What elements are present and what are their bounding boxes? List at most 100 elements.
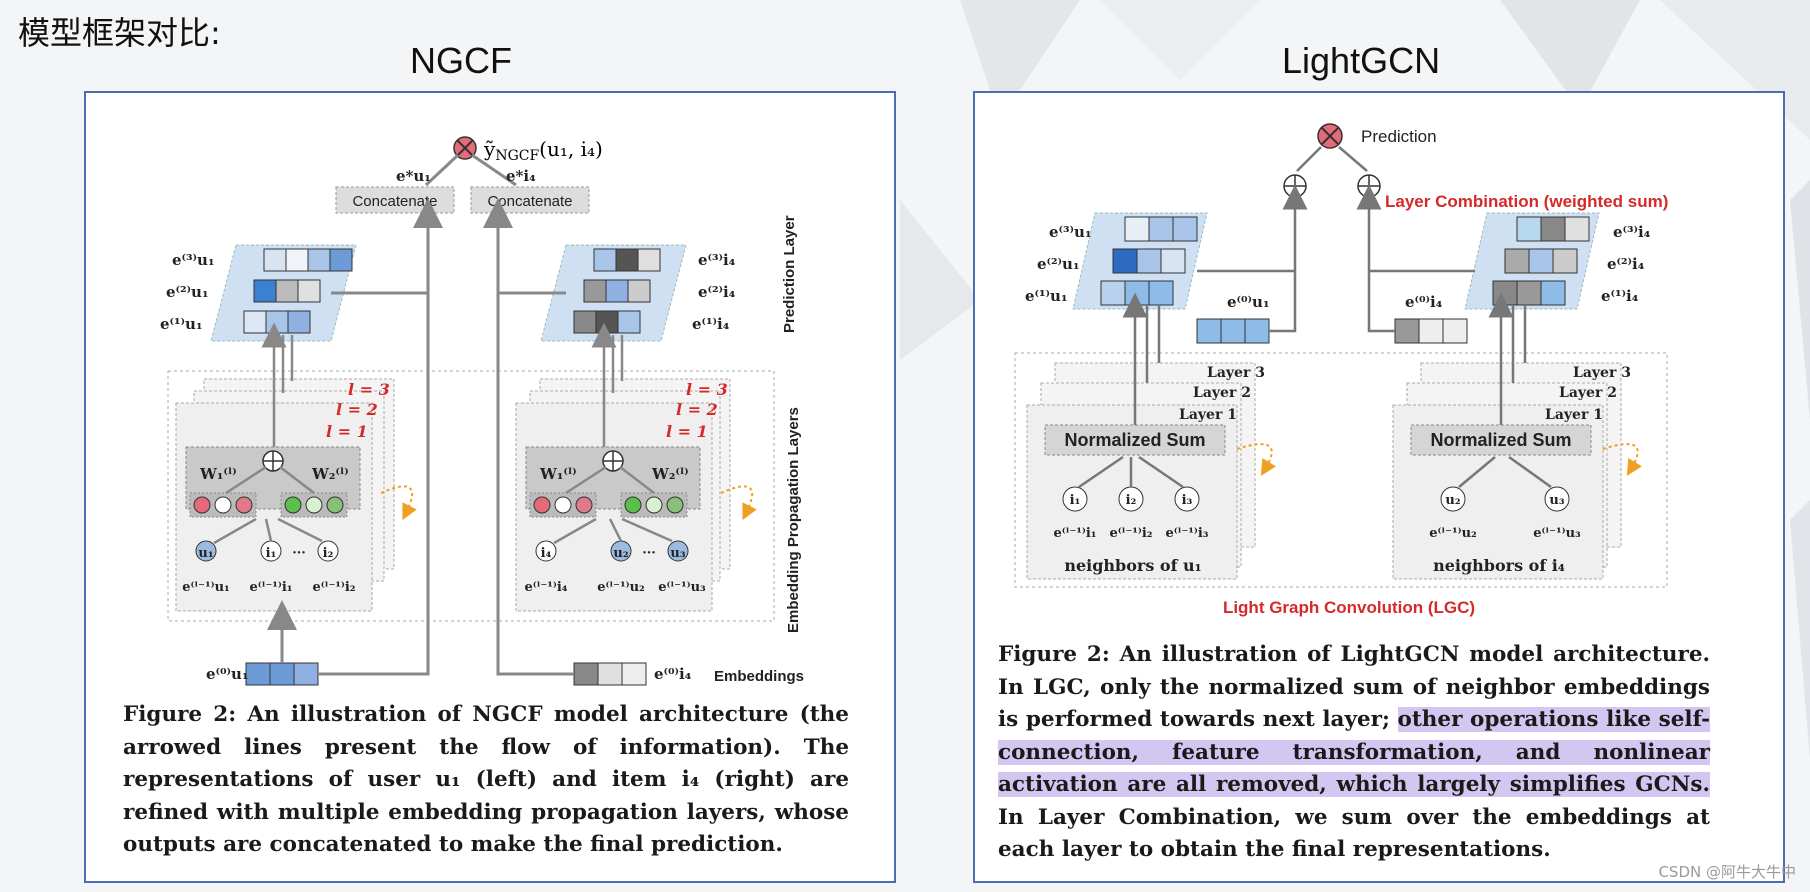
watermark: CSDN @阿牛大牛中 (1658, 863, 1796, 881)
lgcn-left-layers (1026, 362, 1256, 580)
right-l1: l = 1 (666, 422, 708, 441)
right-stack-label-1: e⁽¹⁾i₄ (692, 315, 730, 333)
right-prev-u2: e⁽ˡ⁻¹⁾u₂ (597, 580, 645, 595)
right-stack-label-3: e⁽³⁾i₄ (698, 251, 736, 269)
lgcn-right-layers (1392, 362, 1622, 580)
propagation-outer-box (167, 370, 775, 622)
lgcn-left-stack-2: e⁽²⁾u₁ (1037, 255, 1080, 273)
lgcn-left-prev-i3: e⁽ˡ⁻¹⁾i₃ (1166, 526, 1209, 541)
lgcn-right-prev-u3: e⁽ˡ⁻¹⁾u₃ (1533, 526, 1581, 541)
left-prev-i2: e⁽ˡ⁻¹⁾i₂ (313, 580, 356, 595)
lgcn-right-prev-u2: e⁽ˡ⁻¹⁾u₂ (1429, 526, 1477, 541)
lgcn-left-layer1: Layer 1 (1179, 407, 1237, 423)
lgcn-left-zero (1196, 318, 1270, 344)
lgcn-left-prev-i1: e⁽ˡ⁻¹⁾i₁ (1054, 526, 1097, 541)
concat-right-label: Concatenate (487, 193, 572, 210)
lgcn-left-normalized-sum: Normalized Sum (1064, 430, 1205, 450)
left-embedding-stack (210, 244, 357, 342)
left-stack-label-2: e⁽²⁾u₁ (166, 283, 209, 301)
lgcn-caption-part-3: In Layer Combination, we sum over the em… (998, 804, 1710, 863)
right-l3: l = 3 (686, 380, 728, 399)
left-prev-i1: e⁽ˡ⁻¹⁾i₁ (250, 580, 293, 595)
lgcn-left-neighbors: neighbors of u₁ (1064, 556, 1201, 575)
left-input-label: e⁽⁰⁾u₁ (206, 665, 249, 683)
left-w2: W₂⁽ˡ⁾ (311, 465, 349, 483)
lgcn-right-zero (1394, 318, 1468, 344)
lgc-label: Light Graph Convolution (LGC) (1223, 598, 1475, 617)
lgcn-right-stack-1: e⁽¹⁾i₄ (1601, 287, 1639, 305)
left-node-u1: u₁ (198, 546, 213, 561)
left-propagation-block (175, 378, 395, 612)
left-stack-label-1: e⁽¹⁾u₁ (160, 315, 203, 333)
lightgcn-title: LightGCN (1282, 40, 1441, 81)
lightgcn-diagram: Prediction Layer Combination (weighted s… (1014, 123, 1668, 617)
left-w1: W₁⁽ˡ⁾ (199, 465, 237, 483)
lgcn-left-stack-3: e⁽³⁾u₁ (1049, 223, 1092, 241)
left-node-i1: i₁ (266, 546, 277, 561)
right-l2: l = 2 (676, 400, 718, 419)
embeddings-label: Embeddings (714, 668, 804, 685)
lightgcn-figure-frame: Prediction Layer Combination (weighted s… (973, 91, 1785, 883)
lgcn-right-stack-2: e⁽²⁾i₄ (1607, 255, 1645, 273)
right-dots: ··· (642, 546, 656, 561)
left-node-i2: i₂ (323, 546, 334, 561)
lgcn-left-layer2: Layer 2 (1193, 385, 1251, 401)
lgcn-prediction-node (1317, 123, 1343, 149)
lgcn-right-node-u3: u₃ (1549, 493, 1564, 508)
left-sum-node (1283, 174, 1307, 198)
left-dots: ··· (292, 546, 306, 561)
concat-left-label: Concatenate (352, 193, 437, 210)
prediction-layer-label: Prediction Layer (781, 215, 798, 333)
ngcf-figure-frame: ỹNGCF(u₁, i₄) e*u₁ e*i₄ Concatenate Conc… (84, 91, 896, 883)
ngcf-diagram: ỹNGCF(u₁, i₄) e*u₁ e*i₄ Concatenate Conc… (160, 136, 804, 686)
right-node-u3: u₃ (670, 546, 685, 561)
lgcn-right-layer2: Layer 2 (1559, 385, 1617, 401)
lgcn-right-zero-label: e⁽⁰⁾i₄ (1405, 293, 1443, 311)
lgcn-caption-part-1: Figure 2: An illustration of LightGCN mo… (998, 642, 1710, 732)
ngcf-title: NGCF (410, 40, 512, 81)
right-w2: W₂⁽ˡ⁾ (651, 465, 689, 483)
lgcn-right-normalized-sum: Normalized Sum (1430, 430, 1571, 450)
pred-line-right (471, 153, 517, 187)
lgcn-left-layer3: Layer 3 (1207, 365, 1265, 381)
ngcf-caption: Figure 2: An illustration of NGCF model … (123, 699, 849, 862)
lightgcn-caption: Figure 2: An illustration of LightGCN mo… (998, 639, 1710, 867)
lgcn-left-node-i1: i₁ (1070, 493, 1081, 508)
right-w1: W₁⁽ˡ⁾ (539, 465, 577, 483)
lgc-outer-box (1014, 352, 1668, 588)
lgcn-left-prev-i2: e⁽ˡ⁻¹⁾i₂ (1110, 526, 1153, 541)
pred-line-left (424, 153, 460, 187)
prediction-formula: ỹNGCF(u₁, i₄) (483, 137, 603, 164)
right-propagation-block (515, 378, 731, 612)
lgcn-right-stack-3: e⁽³⁾i₄ (1613, 223, 1651, 241)
prediction-node (453, 136, 477, 160)
right-input-label: e⁽⁰⁾i₄ (654, 665, 692, 683)
eu-star-label: e*u₁ (396, 167, 431, 185)
lgcn-right-layer1: Layer 1 (1545, 407, 1603, 423)
layer-combination-label: Layer Combination (weighted sum) (1385, 192, 1668, 211)
lgcn-left-node-i3: i₃ (1182, 493, 1193, 508)
right-stack-label-2: e⁽²⁾i₄ (698, 283, 736, 301)
slide-title: 模型框架对比: (18, 14, 221, 52)
lgcn-right-layer3: Layer 3 (1573, 365, 1631, 381)
right-prev-i4: e⁽ˡ⁻¹⁾i₄ (525, 580, 568, 595)
propagation-layers-label: Embedding Propagation Layers (785, 407, 802, 633)
lgcn-left-stack-1: e⁽¹⁾u₁ (1025, 287, 1068, 305)
left-stack-label-3: e⁽³⁾u₁ (172, 251, 215, 269)
ngcf-caption-text: Figure 2: An illustration of NGCF model … (123, 702, 849, 857)
left-prev-u1: e⁽ˡ⁻¹⁾u₁ (182, 580, 230, 595)
lgcn-prediction-label: Prediction (1361, 127, 1437, 146)
right-node-u2: u₂ (613, 546, 628, 561)
right-input-embedding (573, 662, 647, 686)
lgcn-left-zero-label: e⁽⁰⁾u₁ (1227, 293, 1270, 311)
lgcn-right-stack (1464, 212, 1600, 310)
left-l3: l = 3 (348, 380, 390, 399)
left-l2: l = 2 (336, 400, 378, 419)
lgcn-left-node-i2: i₂ (1126, 493, 1137, 508)
left-l1: l = 1 (326, 422, 368, 441)
lgcn-right-neighbors: neighbors of i₄ (1433, 556, 1565, 575)
right-prev-u3: e⁽ˡ⁻¹⁾u₃ (658, 580, 706, 595)
right-sum-node (1357, 174, 1381, 198)
ei-star-label: e*i₄ (506, 167, 536, 185)
left-input-embedding (245, 662, 319, 686)
